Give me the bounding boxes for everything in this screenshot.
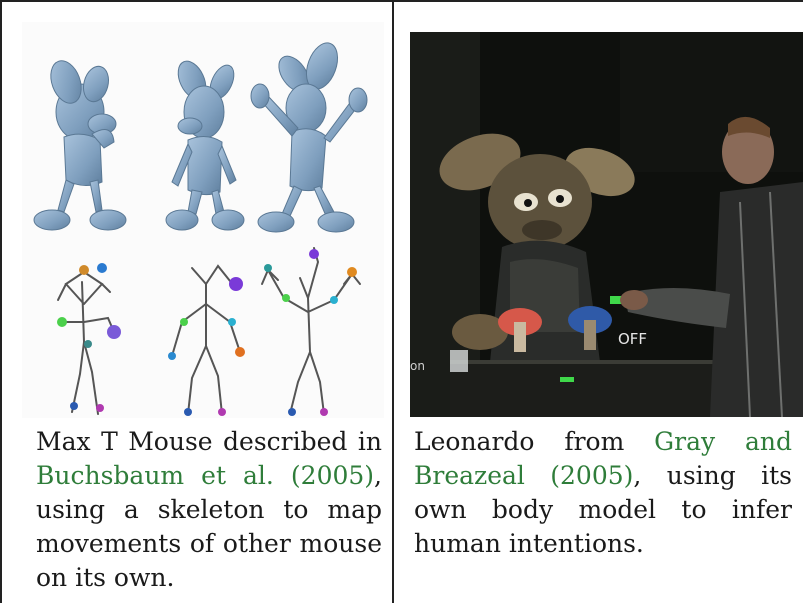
edge-label-text: on bbox=[410, 359, 425, 373]
table-column-divider bbox=[392, 0, 394, 603]
leonardo-robot-icon: OFF on bbox=[410, 32, 803, 417]
max-t-mouse-figure bbox=[22, 22, 384, 418]
table-left-border bbox=[0, 0, 2, 603]
table-top-rule bbox=[0, 0, 803, 2]
right-caption-suffix: , using its own body model to infer huma… bbox=[414, 461, 793, 558]
right-caption-citation-link[interactable]: Gray and Breazeal (2005) bbox=[414, 427, 792, 490]
left-caption-suffix: , using a skeleton to map movements of o… bbox=[36, 461, 382, 592]
left-figure-caption: Max T Mouse described in Buchsbaum et al… bbox=[36, 425, 382, 595]
off-sign-text: OFF bbox=[618, 330, 647, 348]
mouse-skeleton-icon bbox=[33, 42, 368, 416]
leonardo-robot-figure: OFF on bbox=[410, 32, 803, 417]
left-caption-prefix: Max T Mouse described in bbox=[36, 427, 382, 456]
right-caption-prefix: Leonardo from bbox=[414, 427, 655, 456]
left-caption-citation-link[interactable]: Buchsbaum et al. (2005) bbox=[36, 461, 375, 490]
right-figure-caption: Leonardo from Gray and Breazeal (2005), … bbox=[414, 425, 792, 561]
